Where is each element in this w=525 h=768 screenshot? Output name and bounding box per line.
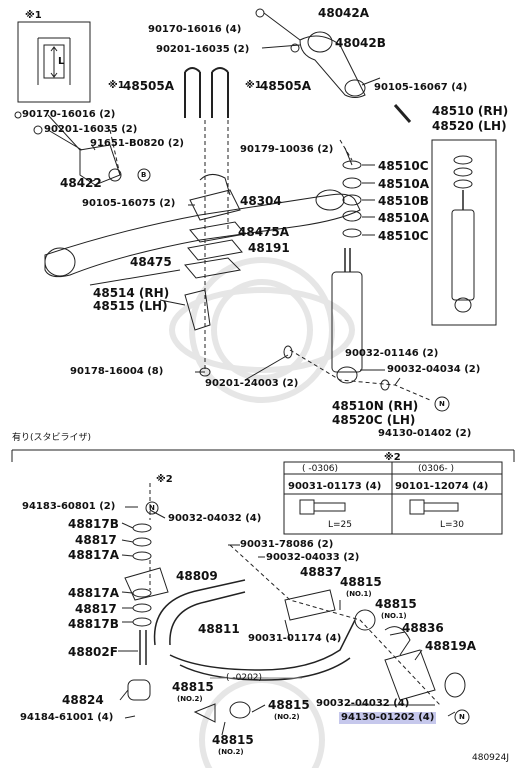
part-90201-16035-b[interactable]: 90201-16035 (2): [44, 124, 138, 135]
part-90031-78086[interactable]: 90031-78086 (2): [240, 539, 334, 550]
part-48817A-b[interactable]: 48817A: [68, 586, 120, 600]
part-48510A-b[interactable]: 48510A: [378, 211, 430, 225]
part-90031-01174[interactable]: 90031-01174 (4): [248, 633, 342, 644]
part-48514-rh[interactable]: 48514 (RH): [93, 286, 170, 300]
circle-N-upper: N: [439, 400, 445, 408]
label-no2-d: (NO.2): [274, 713, 300, 721]
diagram-id: 480924J: [472, 753, 510, 763]
part-48505A-a[interactable]: 48505A: [123, 79, 175, 93]
circle-N-lower-b: N: [459, 713, 465, 721]
part-48809[interactable]: 48809: [176, 569, 218, 583]
part-48191[interactable]: 48191: [248, 241, 290, 255]
part-48505A-b[interactable]: 48505A: [260, 79, 312, 93]
note2-mark: ※2: [384, 452, 401, 463]
part-94184-61001[interactable]: 94184-61001 (4): [20, 712, 114, 723]
part-90201-24003[interactable]: 90201-24003 (2): [205, 378, 299, 389]
part-48802F[interactable]: 48802F: [68, 645, 118, 659]
part-90032-04034[interactable]: 90032-04034 (2): [387, 364, 481, 375]
note1-mark: ※1: [25, 10, 42, 21]
part-48510A-a[interactable]: 48510A: [378, 177, 430, 191]
part-90032-04032-b[interactable]: 90032-04032 (4): [316, 698, 410, 709]
part-48510C-a[interactable]: 48510C: [378, 159, 429, 173]
part-48819A[interactable]: 48819A: [425, 639, 477, 653]
part-90179-10036[interactable]: 90179-10036 (2): [240, 144, 334, 155]
part-48817-b[interactable]: 48817: [75, 602, 117, 616]
part-90101-12074[interactable]: 90101-12074 (4): [395, 481, 489, 492]
part-48475[interactable]: 48475: [130, 255, 172, 269]
bolt-col2-header: (0306- ): [418, 464, 455, 474]
range-0202: ( -0202): [226, 673, 263, 683]
label-no2-e: (NO.2): [218, 748, 244, 756]
part-48837[interactable]: 48837: [300, 565, 342, 579]
part-90170-16016-b[interactable]: 90170-16016 (2): [22, 109, 116, 120]
part-48510C-b[interactable]: 48510C: [378, 229, 429, 243]
part-48815-no1-a[interactable]: 48815: [340, 575, 382, 589]
part-90032-01146[interactable]: 90032-01146 (2): [345, 348, 439, 359]
part-48510N-rh[interactable]: 48510N (RH): [332, 399, 419, 413]
part-90031-01173[interactable]: 90031-01173 (4): [288, 481, 382, 492]
part-48520C-lh[interactable]: 48520C (LH): [332, 413, 416, 427]
part-90178-16004[interactable]: 90178-16004 (8): [70, 366, 164, 377]
part-94130-01202-highlighted[interactable]: 94130-01202 (4): [339, 712, 437, 724]
label-no1-a: (NO.1): [346, 590, 372, 598]
part-48520-lh[interactable]: 48520 (LH): [432, 119, 507, 133]
part-90032-04033[interactable]: 90032-04033 (2): [266, 552, 360, 563]
note1-box: [17, 21, 91, 103]
part-48515-lh[interactable]: 48515 (LH): [93, 299, 168, 313]
part-48422[interactable]: 48422: [60, 176, 102, 190]
part-90201-16035-a[interactable]: 90201-16035 (2): [156, 44, 250, 55]
stabilizer-section-title: 有り(スタビライザ): [12, 433, 92, 443]
part-48817-a[interactable]: 48817: [75, 533, 117, 547]
note1-length-label: L: [58, 56, 65, 67]
part-48475A[interactable]: 48475A: [238, 225, 290, 239]
part-90105-16067[interactable]: 90105-16067 (4): [374, 82, 468, 93]
part-48815-no2-c[interactable]: 48815: [172, 680, 214, 694]
part-48304[interactable]: 48304: [240, 194, 282, 208]
part-48824[interactable]: 48824: [62, 693, 104, 707]
part-48836[interactable]: 48836: [402, 621, 444, 635]
part-48815-no2-e[interactable]: 48815: [212, 733, 254, 747]
bolt-col2-length: L=30: [440, 520, 465, 530]
part-91651-B0820[interactable]: 91651-B0820 (2): [90, 138, 184, 149]
circle-B: B: [141, 171, 147, 179]
part-94183-60801[interactable]: 94183-60801 (2): [22, 501, 116, 512]
part-48811[interactable]: 48811: [198, 622, 240, 636]
part-48510-rh[interactable]: 48510 (RH): [432, 104, 509, 118]
circle-N-lower-a: N: [149, 504, 155, 512]
part-48817B-a[interactable]: 48817B: [68, 517, 119, 531]
part-48815-no2-d[interactable]: 48815: [268, 698, 310, 712]
label-no2-c: (NO.2): [177, 695, 203, 703]
bolt-col1-header: ( -0306): [302, 464, 339, 474]
part-90105-16075[interactable]: 90105-16075 (2): [82, 198, 176, 209]
part-94130-01402[interactable]: 94130-01402 (2): [378, 428, 472, 439]
part-48042B[interactable]: 48042B: [335, 36, 386, 50]
part-48042A[interactable]: 48042A: [318, 6, 370, 20]
note1-mark-a: ※1: [108, 80, 125, 91]
label-no1-b: (NO.1): [381, 612, 407, 620]
part-48815-no1-b[interactable]: 48815: [375, 597, 417, 611]
bolt-col1-length: L=25: [328, 520, 353, 530]
note1-mark-b: ※1: [245, 80, 262, 91]
part-90170-16016-a[interactable]: 90170-16016 (4): [148, 24, 242, 35]
part-48817A-a[interactable]: 48817A: [68, 548, 120, 562]
part-48817B-b[interactable]: 48817B: [68, 617, 119, 631]
part-48510B[interactable]: 48510B: [378, 194, 429, 208]
note2-mark-ref: ※2: [156, 474, 173, 485]
bolt-spec-table: [283, 461, 503, 535]
shock-inset-box: [431, 139, 497, 326]
part-90032-04032-a[interactable]: 90032-04032 (4): [168, 513, 262, 524]
